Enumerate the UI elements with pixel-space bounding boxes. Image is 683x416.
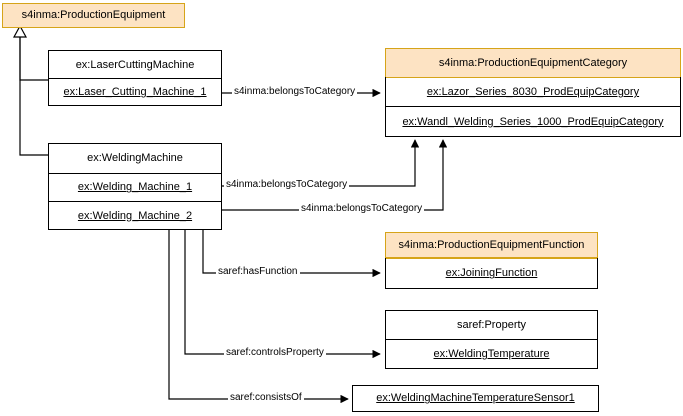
instance-label: ex:Lazor_Series_8030_ProdEquipCategory — [426, 85, 640, 98]
instance-label: ex:JoiningFunction — [445, 267, 538, 280]
instance-welding-machine-temperature-sensor1[interactable]: ex:WeldingMachineTemperatureSensor1 — [353, 386, 598, 411]
edge-controls-property — [184, 230, 381, 359]
instance-label: ex:Welding_Machine_1 — [77, 181, 193, 194]
generalization-welding-machine — [19, 36, 48, 156]
instance-label: ex:WeldingTemperature — [433, 348, 550, 361]
class-box-production-equipment[interactable]: s4inma:ProductionEquipment — [2, 3, 185, 28]
instance-box-welding-machine-temperature-sensor1[interactable]: ex:WeldingMachineTemperatureSensor1 — [352, 385, 599, 412]
class-name-production-equipment-function: s4inma:ProductionEquipmentFunction — [385, 232, 598, 258]
instance-wandl-welding-series-1000[interactable]: ex:Wandl_Welding_Series_1000_ProdEquipCa… — [386, 106, 680, 136]
instance-label: ex:WeldingMachineTemperatureSensor1 — [376, 392, 575, 405]
class-box-welding-machine[interactable]: ex:WeldingMachine ex:Welding_Machine_1 e… — [48, 143, 222, 230]
instance-welding-machine-2[interactable]: ex:Welding_Machine_2 — [49, 201, 221, 229]
instance-label: ex:Laser_Cutting_Machine_1 — [63, 86, 207, 99]
instance-lazor-series-8030[interactable]: ex:Lazor_Series_8030_ProdEquipCategory — [386, 76, 680, 107]
edge-label-controls-property: saref:controlsProperty — [224, 347, 326, 359]
class-box-production-equipment-function[interactable]: s4inma:ProductionEquipmentFunction ex:Jo… — [385, 232, 598, 289]
edge-label-welding1-belongs-to-category: s4inma:belongsToCategory — [224, 179, 350, 191]
class-box-laser-cutting-machine[interactable]: ex:LaserCuttingMachine ex:Laser_Cutting_… — [48, 50, 222, 106]
edge-welding2-belongs-to-category — [222, 139, 448, 211]
edge-label-laser-belongs-to-category: s4inma:belongsToCategory — [232, 86, 358, 98]
instance-label: ex:Welding_Machine_2 — [77, 209, 193, 222]
instance-laser-cutting-machine-1[interactable]: ex:Laser_Cutting_Machine_1 — [49, 78, 221, 105]
instance-welding-temperature[interactable]: ex:WeldingTemperature — [386, 339, 597, 368]
instance-welding-machine-1[interactable]: ex:Welding_Machine_1 — [49, 172, 221, 202]
class-name-production-equipment: s4inma:ProductionEquipment — [3, 4, 184, 27]
class-name-saref-property: saref:Property — [386, 311, 597, 340]
class-name-welding-machine: ex:WeldingMachine — [49, 144, 221, 173]
class-name-production-equipment-category: s4inma:ProductionEquipmentCategory — [385, 48, 681, 77]
generalization-laser-cutting-machine — [19, 36, 48, 81]
class-name-laser-cutting-machine: ex:LaserCuttingMachine — [49, 51, 221, 79]
edge-label-has-function: saref:hasFunction — [216, 266, 300, 278]
edge-consists-of — [168, 230, 349, 404]
edge-label-welding2-belongs-to-category: s4inma:belongsToCategory — [299, 203, 425, 215]
class-box-saref-property[interactable]: saref:Property ex:WeldingTemperature — [385, 310, 598, 369]
instance-label: ex:Wandl_Welding_Series_1000_ProdEquipCa… — [402, 115, 664, 128]
class-box-production-equipment-category[interactable]: s4inma:ProductionEquipmentCategory ex:La… — [385, 48, 681, 137]
instance-joining-function[interactable]: ex:JoiningFunction — [386, 258, 597, 288]
edge-label-consists-of: saref:consistsOf — [228, 392, 304, 404]
